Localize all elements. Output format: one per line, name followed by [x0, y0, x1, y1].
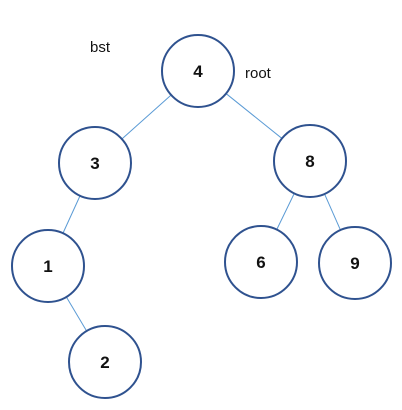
tree-node-8: 8 [273, 124, 347, 198]
node-value: 1 [43, 257, 52, 276]
diagram-label: bst [90, 39, 111, 56]
node-circle [318, 226, 392, 300]
node-circle [58, 126, 132, 200]
node-circle [224, 225, 298, 299]
tree-node-1: 1 [11, 229, 85, 303]
tree-node-2: 2 [68, 325, 142, 399]
node-value: 6 [256, 253, 265, 272]
edge-n4-n8 [225, 93, 283, 139]
tree-node-6: 6 [224, 225, 298, 299]
node-circle [273, 124, 347, 198]
edge-n3-n1 [62, 195, 81, 234]
node-circle [161, 34, 235, 108]
edges-layer [62, 93, 341, 332]
node-value: 9 [350, 254, 359, 273]
node-circle [68, 325, 142, 399]
edge-n8-n9 [324, 193, 341, 231]
node-circle [11, 229, 85, 303]
node-value: 4 [193, 62, 203, 81]
edge-n8-n6 [276, 193, 295, 230]
node-value: 3 [90, 154, 99, 173]
root-label: root [245, 65, 271, 82]
edge-n4-n3 [121, 94, 172, 140]
edge-n1-n2 [65, 296, 88, 332]
tree-node-3: 3 [58, 126, 132, 200]
node-value: 8 [305, 152, 314, 171]
tree-node-9: 9 [318, 226, 392, 300]
node-value: 2 [100, 353, 109, 372]
tree-node-4: 4 [161, 34, 235, 108]
